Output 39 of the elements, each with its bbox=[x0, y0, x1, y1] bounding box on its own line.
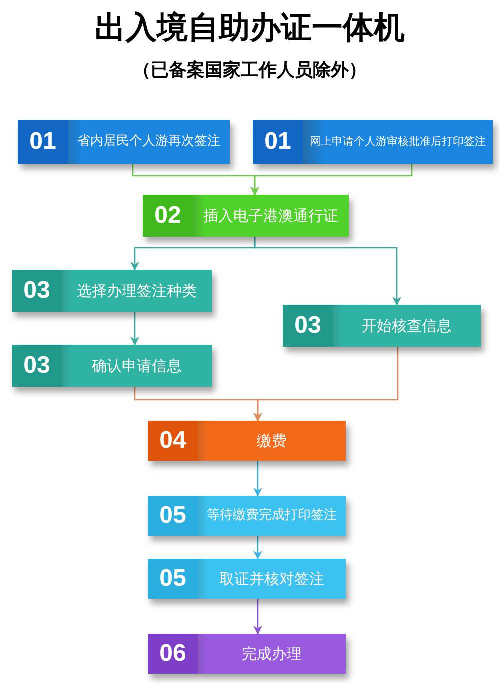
step-number: 05 bbox=[148, 559, 198, 599]
step-label: 网上申请个人游审核批准后打印签注 bbox=[309, 134, 487, 150]
step-label: 开始核查信息 bbox=[361, 316, 453, 337]
arrow bbox=[254, 461, 262, 497]
step-banner bbox=[148, 634, 346, 674]
step-number: 01 bbox=[253, 120, 303, 164]
step-banner bbox=[12, 345, 212, 387]
arrow bbox=[254, 347, 399, 422]
step-label: 缴费 bbox=[256, 431, 288, 452]
step-banner bbox=[148, 421, 346, 461]
step-label: 插入电子港澳通行证 bbox=[202, 206, 340, 227]
arrow bbox=[254, 599, 262, 635]
subtitle: （已备案国家工作人员除外） bbox=[132, 59, 368, 83]
step-label: 确认申请信息 bbox=[91, 356, 183, 377]
step-number: 01 bbox=[18, 120, 68, 164]
arrow bbox=[130, 312, 140, 346]
step-label: 选择办理签注种类 bbox=[76, 281, 198, 302]
arrow bbox=[254, 237, 402, 306]
arrow bbox=[250, 164, 413, 196]
step-banner bbox=[12, 270, 212, 312]
step-number: 03 bbox=[12, 345, 62, 387]
step-label: 取证并核对签注 bbox=[218, 569, 326, 590]
step-banner bbox=[253, 120, 493, 164]
step-number: 06 bbox=[148, 634, 198, 674]
step-banner bbox=[148, 559, 346, 599]
step-banner bbox=[18, 120, 230, 164]
step-number: 04 bbox=[148, 421, 198, 461]
step-number: 02 bbox=[143, 195, 193, 237]
title: 出入境自助办证一体机 bbox=[94, 9, 406, 48]
step-number: 03 bbox=[12, 270, 62, 312]
step-number: 05 bbox=[148, 496, 198, 536]
step-label: 完成办理 bbox=[241, 644, 303, 665]
step-banner bbox=[148, 496, 346, 536]
arrow bbox=[254, 536, 262, 560]
step-number: 03 bbox=[283, 305, 333, 347]
step-banner bbox=[283, 305, 481, 347]
step-label: 省内居民个人游再次签注 bbox=[76, 133, 222, 151]
step-banner bbox=[143, 195, 349, 237]
step-label: 等待缴费完成打印签注 bbox=[206, 507, 338, 525]
